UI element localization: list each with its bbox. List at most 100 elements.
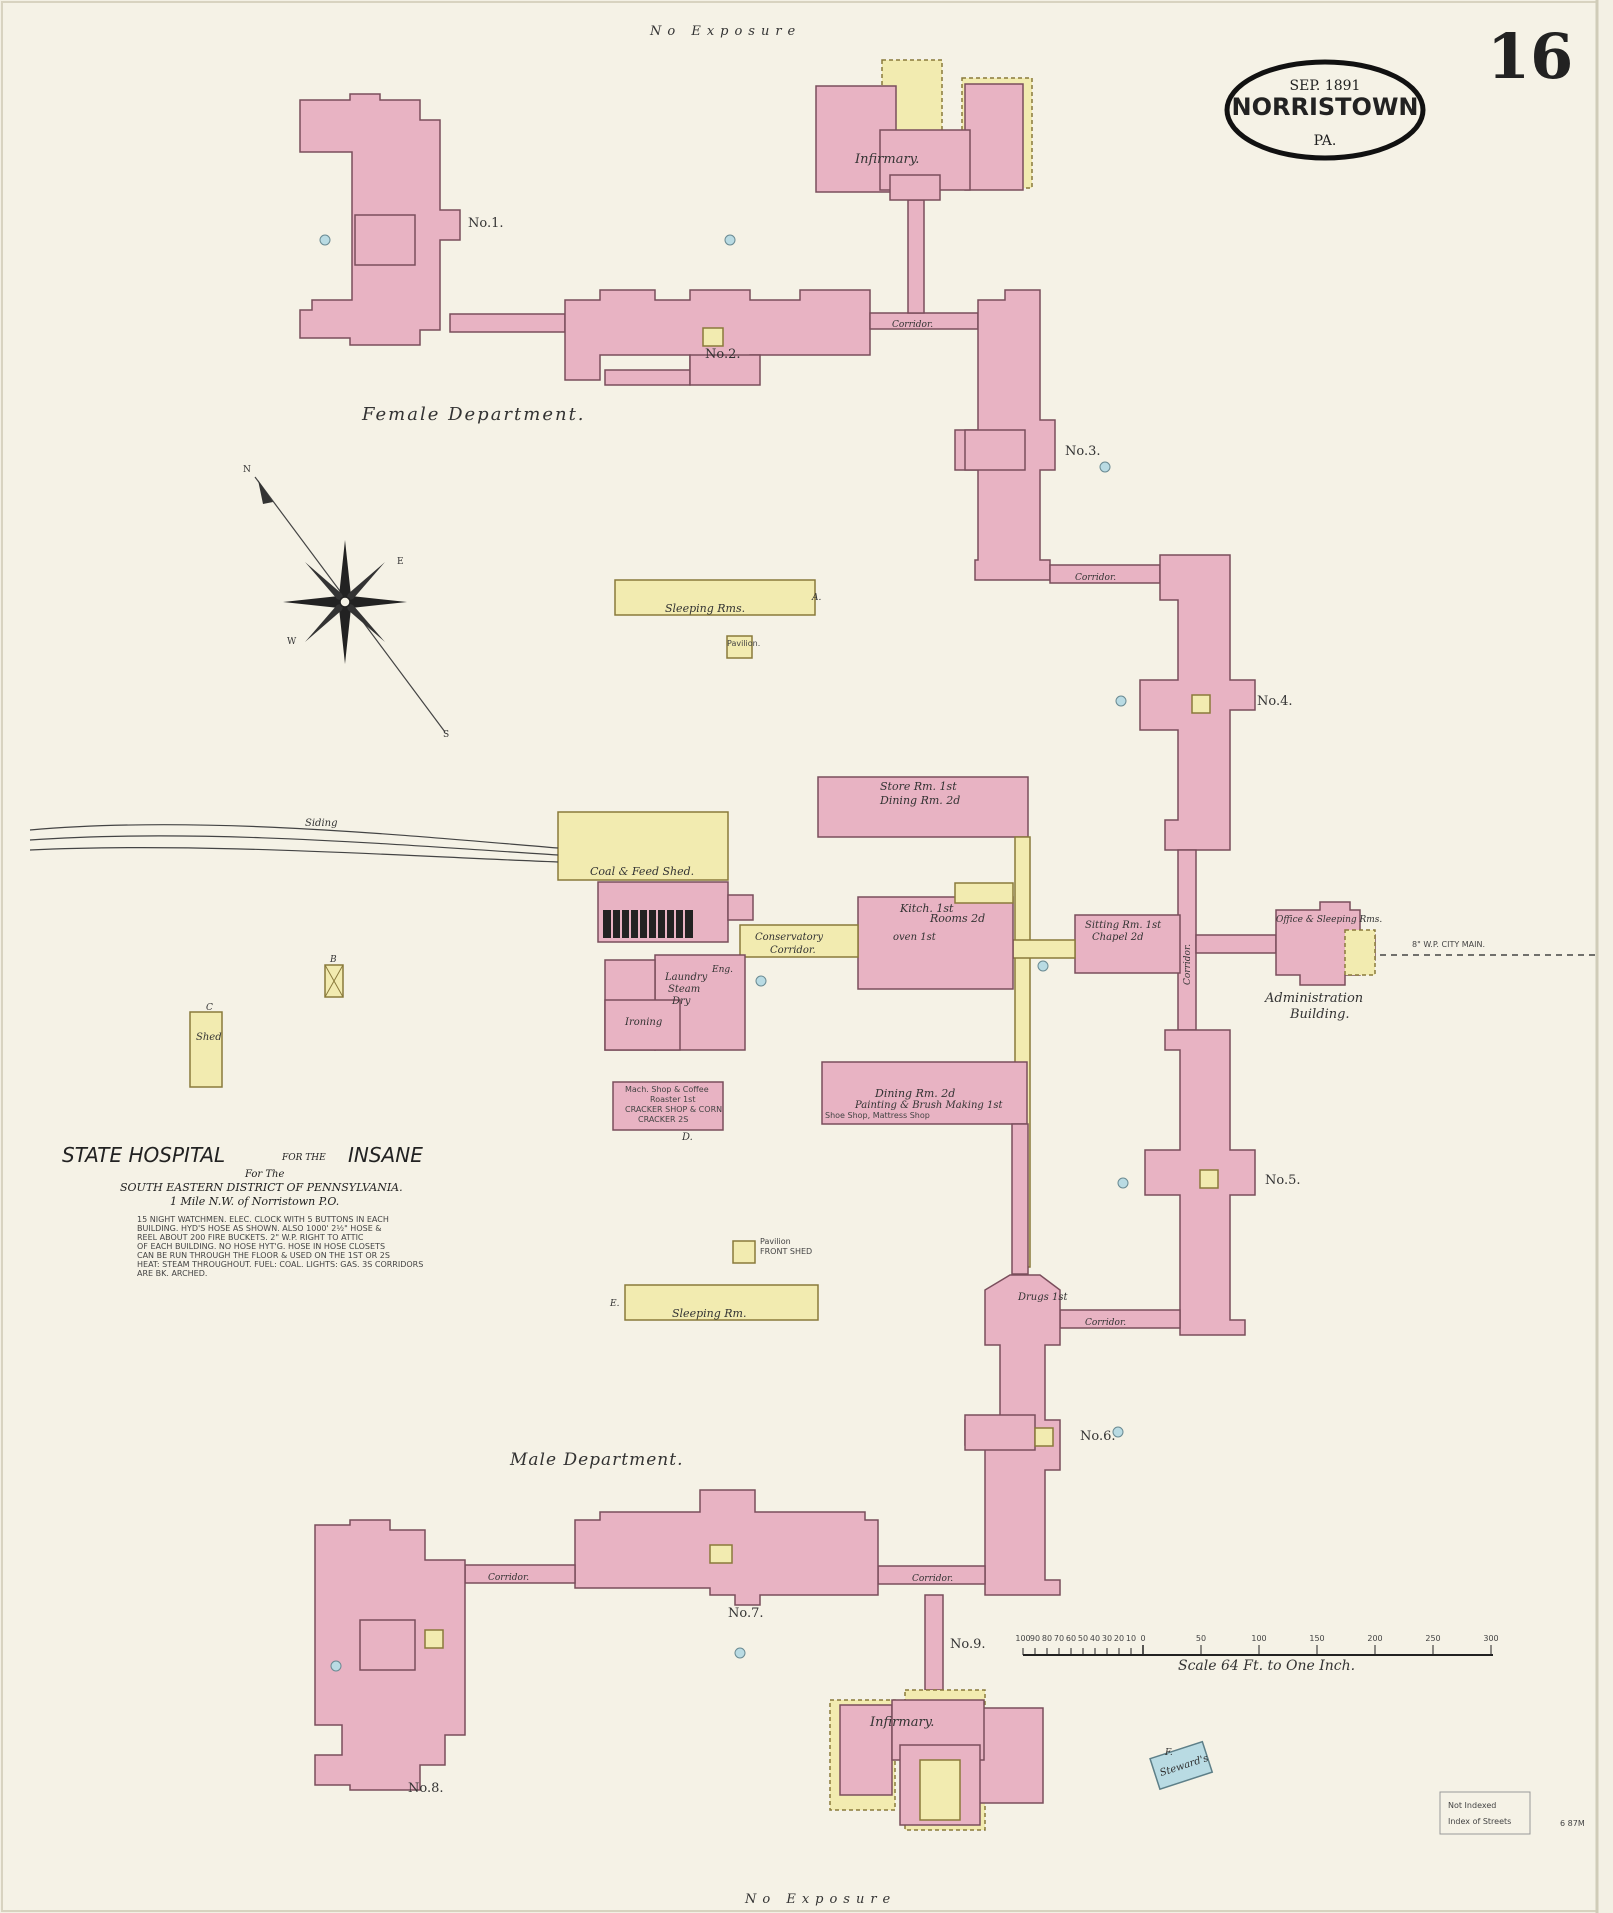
label-engine: Eng. (711, 965, 733, 975)
corridor-no1-no2 (449, 313, 566, 333)
archive-stamp: Not Indexed Index of Streets (1439, 1791, 1531, 1835)
scale-tick: 30 (1102, 1634, 1112, 1643)
kitchen-building (857, 896, 1014, 990)
male-department-label: Male Department. (509, 1450, 683, 1470)
scale-tick: 90 (1030, 1634, 1040, 1643)
label-conservatory: Conservatory (755, 932, 823, 943)
infirmary-bottom: Infirmary. (829, 1689, 1044, 1831)
title-part-a: STATE HOSPITAL (62, 1143, 225, 1167)
scale-tick: 250 (1425, 1634, 1440, 1643)
tank-no6 (1034, 1427, 1054, 1447)
note-line: 15 NIGHT WATCHMEN. ELEC. CLOCK WITH 5 BU… (137, 1215, 389, 1224)
scale-tick: 70 (1054, 1634, 1064, 1643)
label-pavilion-shed: FRONT SHED (760, 1247, 812, 1256)
label-admin-2: Building. (1289, 1007, 1350, 1022)
label-no9: No.9. (950, 1637, 986, 1652)
shed-b-cross-2 (324, 964, 344, 998)
label-no4: No.4. (1257, 694, 1293, 709)
tank-no7 (709, 1544, 733, 1564)
label-dry: Dry (671, 996, 691, 1007)
label-siding: Siding (305, 818, 338, 829)
dining-lower-building (821, 1061, 1028, 1125)
machine-shop-d (612, 1081, 724, 1131)
kitchen-annex (954, 882, 1014, 904)
label-no3: No.3. (1065, 444, 1101, 459)
stewards-house: Steward's (1149, 1740, 1214, 1791)
scale-tick: 100 (1251, 1634, 1266, 1643)
tank-no4 (1191, 694, 1211, 714)
label-no2: No.2. (705, 347, 741, 362)
bottom-exposure-label: No Exposure (744, 1892, 896, 1907)
label-roaster: Roaster 1st (650, 1095, 695, 1104)
hydrant (1117, 1177, 1129, 1189)
label-painting: Painting & Brush Making 1st (854, 1100, 1003, 1111)
label-c: C (206, 1003, 213, 1013)
building-no3-wing (964, 429, 1026, 471)
scale-tick: 40 (1090, 1634, 1100, 1643)
label-d: D. (681, 1132, 693, 1143)
corridor-centre-no6 (1011, 1123, 1029, 1275)
building-no2-rear (689, 354, 761, 386)
label-oven: oven 1st (893, 932, 937, 943)
compass-n: N (243, 465, 251, 475)
title-line-2: For The (244, 1169, 284, 1180)
corridor-label-2: Corridor. (1075, 573, 1116, 583)
compass-s: S (443, 730, 449, 740)
scale-tick: 50 (1196, 1634, 1206, 1643)
label-steam: Steam (668, 984, 700, 995)
hydrant (330, 1660, 342, 1672)
infirmary-top: Infirmary. (815, 59, 1033, 201)
label-shoe-shop: Shoe Shop, Mattress Shop (825, 1111, 930, 1120)
scale-tick: 0 (1140, 1634, 1145, 1643)
store-dining-building (817, 776, 1029, 838)
pavilion-bottom (732, 1240, 756, 1264)
title-line-4: 1 Mile N.W. of Norristown P.O. (170, 1195, 339, 1208)
note-line: HEAT: STEAM THROUGHOUT. FUEL: COAL. LIGH… (137, 1260, 423, 1269)
label-dining-lower: Dining Rm. 2d (874, 1087, 955, 1100)
label-b: B (329, 955, 337, 965)
label-store-room: Store Rm. 1st (880, 780, 957, 793)
building-no8-wing (359, 1619, 416, 1671)
hydrant (1037, 960, 1049, 972)
hydrant (1112, 1426, 1124, 1438)
label-sleeping-a: Sleeping Rms. (665, 602, 745, 615)
sleeping-room-e (624, 1284, 819, 1321)
building-no1-wing (354, 214, 416, 266)
stamp-b: Index of Streets (1448, 1817, 1511, 1826)
corridor-yellow-link (1012, 939, 1076, 959)
map-title-block: STATE HOSPITAL FOR THE INSANE For The SO… (62, 1143, 423, 1208)
corridor-label-4: Corridor. (1085, 1318, 1126, 1328)
stamp-a: Not Indexed (1448, 1801, 1496, 1810)
label-drugs: Drugs 1st (1017, 1292, 1068, 1303)
conservatory-corridor (739, 924, 859, 958)
corridor-label-5: Corridor. (912, 1574, 953, 1584)
scale-label: Scale 64 Ft. to One Inch. (1178, 1658, 1355, 1674)
note-line: OF EACH BUILDING. NO HOSE HYT'G. HOSE IN… (137, 1242, 385, 1251)
label-mach-shop: Mach. Shop & Coffee (625, 1085, 709, 1094)
label-e: E. (609, 1299, 620, 1309)
corridor-label-3: Corridor. (1183, 944, 1193, 985)
coal-feed-shed (557, 811, 729, 881)
label-sitting-room: Sitting Rm. 1st (1085, 920, 1162, 931)
tank-no5 (1199, 1169, 1219, 1189)
scale-tick: 100 (1015, 1634, 1030, 1643)
hydrant (755, 975, 767, 987)
admin-porch (1344, 929, 1376, 976)
label-a: A. (811, 593, 821, 603)
pavilion-top (726, 635, 753, 659)
hydrant (319, 234, 331, 246)
label-kitchen-rooms: Rooms 2d (929, 912, 985, 925)
label-cracker2: CRACKER 2S (638, 1115, 688, 1124)
title-part-c: INSANE (348, 1143, 423, 1167)
corridor-infirmary-bottom (924, 1594, 944, 1691)
label-pavilion-top: Pavilion. (727, 639, 760, 648)
compass-rose: N E W S (243, 465, 449, 740)
building-no6-wing (964, 1414, 1036, 1451)
label-sleeping-e: Sleeping Rm. (672, 1307, 746, 1320)
scale-bar: 100 90 80 70 60 50 40 30 20 10 0 50 100 … (1015, 1634, 1498, 1674)
label-ironing: Ironing (624, 1017, 662, 1028)
note-line: BUILDING. HYD'S HOSE AS SHOWN. ALSO 1000… (137, 1224, 382, 1233)
label-dining-room: Dining Rm. 2d (879, 794, 960, 807)
label-shed-c: Shed (196, 1032, 222, 1043)
